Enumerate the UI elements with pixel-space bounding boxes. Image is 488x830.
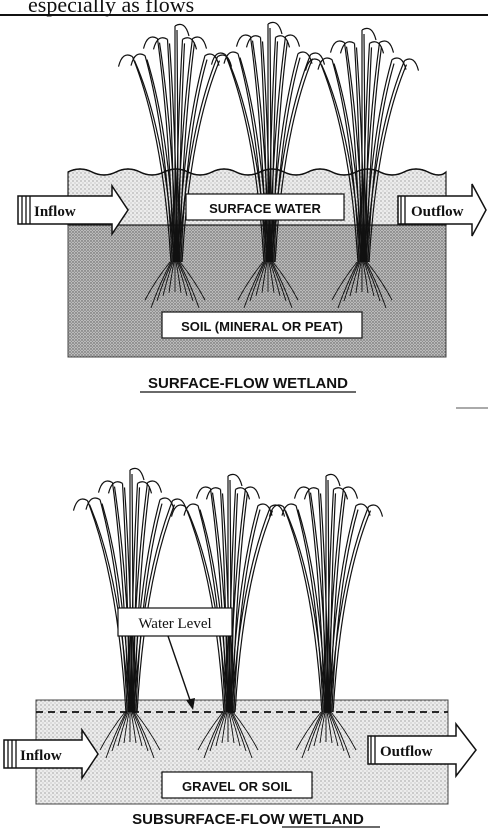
surface-soil-label: SOIL (MINERAL OR PEAT) — [181, 319, 343, 334]
top-cutoff-line: especially as flows — [0, 0, 488, 17]
subsurface-inflow-label: Inflow — [20, 748, 62, 764]
subsurface-caption: SUBSURFACE-FLOW WETLAND — [132, 811, 364, 828]
surface-water-label-box: SURFACE WATER — [186, 194, 344, 220]
surface-soil-label-box: SOIL (MINERAL OR PEAT) — [162, 312, 362, 338]
subsurface-gravel-label: GRAVEL OR SOIL — [182, 779, 292, 794]
subsurface-gravel-label-box: GRAVEL OR SOIL — [162, 772, 312, 798]
subsurface-flow-panel: Water Level Inflow Outflow GRAVEL OR SOI… — [4, 468, 476, 828]
surface-inflow-label: Inflow — [34, 204, 76, 220]
water-level-label: Water Level — [138, 616, 211, 632]
surface-flow-panel: Inflow Outflow SURFACE WATER SOIL (MINER… — [18, 22, 486, 392]
surface-water-label: SURFACE WATER — [209, 201, 321, 216]
subsurface-outflow-label: Outflow — [380, 744, 433, 760]
surface-caption: SURFACE-FLOW WETLAND — [148, 375, 348, 392]
surface-outflow-label: Outflow — [411, 204, 464, 220]
